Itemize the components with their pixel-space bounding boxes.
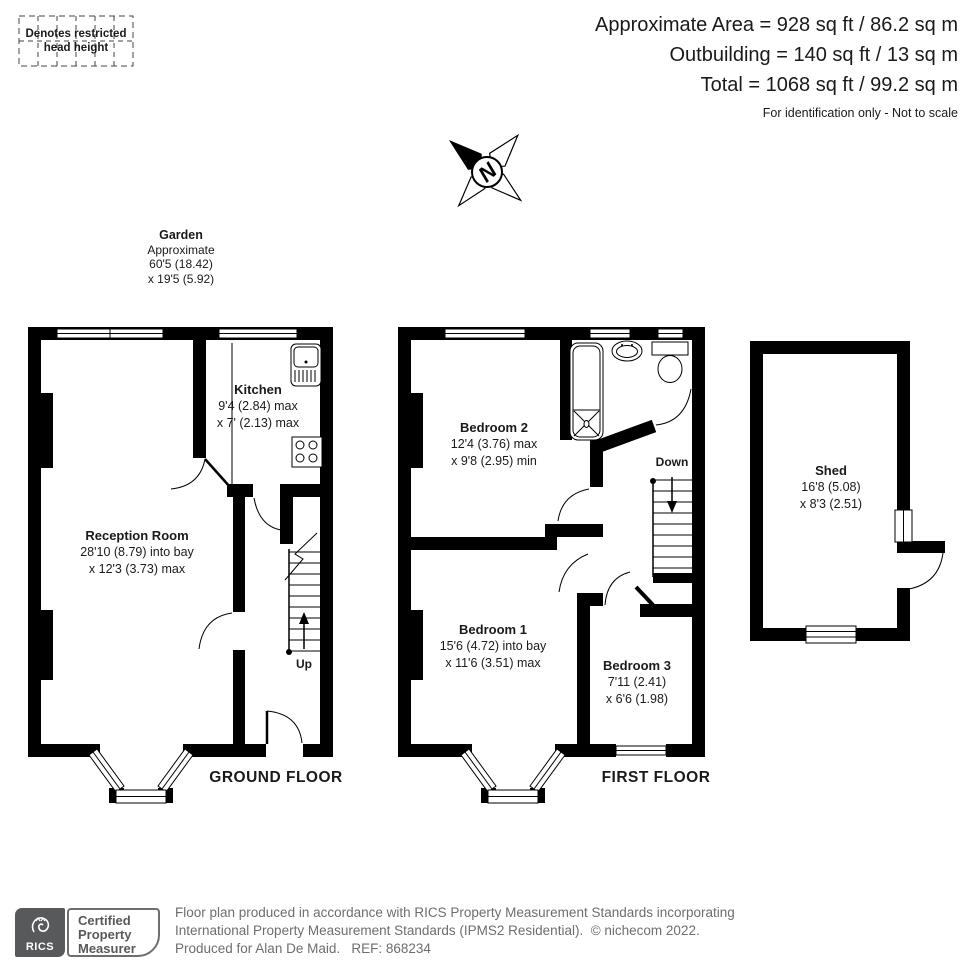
certified-property-measurer-badge: Certified Property Measurer	[67, 908, 160, 957]
room-dim2: x 7' (2.13) max	[216, 416, 300, 430]
ff-doors	[557, 388, 692, 606]
shed-windows	[805, 509, 913, 644]
rics-lion-icon	[31, 916, 50, 933]
room-dim1: 7'11 (2.41)	[607, 675, 667, 689]
rics-logo: RICS	[15, 908, 65, 957]
disclaimer-line: For identification only - Not to scale	[762, 106, 958, 120]
restricted-head-height-legend-box	[18, 15, 134, 67]
room-dim2: x 11'6 (3.51) max	[445, 656, 541, 670]
bedroom1-label: Bedroom 1 15'6 (4.72) into bay x 11'6 (3…	[440, 621, 547, 672]
shed-label: Shed 16'8 (5.08) x 8'3 (2.51)	[800, 462, 862, 513]
outbuilding-area-line: Outbuilding = 140 sq ft / 13 sq m	[669, 44, 958, 66]
garden-line2: 60'5 (18.42)	[149, 257, 213, 271]
approximate-area-line: Approximate Area = 928 sq ft / 86.2 sq m	[595, 14, 958, 36]
first-floor-plan	[398, 327, 705, 804]
toilet-icon	[651, 341, 689, 383]
ground-floor-title: GROUND FLOOR	[209, 769, 343, 786]
room-dim1: 16'8 (5.08)	[801, 480, 861, 494]
bedroom2-label: Bedroom 2 12'4 (3.76) max x 9'8 (2.95) m…	[451, 419, 537, 470]
footer-line2: International Property Measurement Stand…	[175, 923, 700, 938]
room-name: Bedroom 3	[603, 658, 671, 673]
room-dim1: 28'10 (8.79) into bay	[80, 545, 194, 559]
kitchen-label: Kitchen 9'4 (2.84) max x 7' (2.13) max	[217, 381, 299, 432]
sink-icon	[290, 343, 322, 387]
room-dim2: x 8'3 (2.51)	[799, 497, 863, 511]
gf-windows	[56, 328, 298, 804]
room-name: Kitchen	[234, 382, 282, 397]
garden-title: Garden	[159, 228, 203, 242]
total-area-line: Total = 1068 sq ft / 99.2 sq m	[700, 74, 958, 96]
room-dim2: x 12'3 (3.73) max	[88, 562, 186, 576]
room-name: Bedroom 2	[460, 420, 528, 435]
garden-line1: Approximate	[147, 242, 215, 257]
ff-staircase	[650, 477, 692, 577]
cert-line3: Measurer	[78, 941, 136, 956]
gf-doors	[170, 458, 303, 744]
area-summary: Approximate Area = 928 sq ft / 86.2 sq m…	[595, 10, 958, 121]
cert-line1: Certified	[78, 913, 131, 928]
shed-door	[908, 552, 944, 590]
footer-disclaimer: Floor plan produced in accordance with R…	[175, 904, 735, 958]
legend-line2: head height	[43, 42, 109, 54]
room-name: Shed	[815, 463, 847, 478]
rics-wordmark: RICS	[25, 941, 55, 953]
footer-line3: Produced for Alan De Maid. REF: 868234	[175, 941, 431, 956]
garden-line3: x 19'5 (5.92)	[147, 271, 215, 286]
room-dim2: x 6'6 (1.98)	[605, 692, 669, 706]
stairs-up-label: Up	[296, 657, 312, 671]
room-dim1: 9'4 (2.84) max	[218, 399, 298, 413]
ff-windows	[444, 328, 684, 804]
ff-bathroom-fixtures	[569, 340, 689, 441]
room-dim1: 15'6 (4.72) into bay	[439, 639, 547, 653]
ff-walls	[398, 327, 705, 803]
room-dim2: x 9'8 (2.95) min	[451, 454, 537, 468]
room-dim1: 12'4 (3.76) max	[450, 437, 538, 451]
bedroom3-label: Bedroom 3 7'11 (2.41) x 6'6 (1.98)	[603, 657, 671, 708]
room-name: Reception Room	[85, 528, 189, 543]
ground-floor-plan	[28, 327, 333, 804]
stairs-down-label: Down	[655, 455, 689, 469]
first-floor-title: FIRST FLOOR	[601, 769, 711, 786]
compass-icon: N	[448, 133, 523, 208]
restricted-head-height-legend: Denotes restricted head height	[19, 16, 133, 66]
reception-room-label: Reception Room 28'10 (8.79) into bay x 1…	[80, 527, 194, 578]
hob-icon	[291, 436, 323, 468]
ff-diagonal-walls	[591, 419, 657, 607]
gf-staircase	[284, 532, 321, 655]
footer-line1: Floor plan produced in accordance with R…	[175, 905, 735, 920]
shed-plan	[750, 341, 945, 644]
bath-icon	[569, 342, 604, 441]
legend-line1: Denotes restricted	[25, 28, 127, 40]
basin-icon	[611, 340, 643, 362]
garden-label: Garden Approximate 60'5 (18.42) x 19'5 (…	[147, 228, 214, 286]
room-name: Bedroom 1	[459, 622, 527, 637]
gf-kitchen-fixtures	[231, 343, 323, 484]
cert-line2: Property	[78, 927, 132, 942]
